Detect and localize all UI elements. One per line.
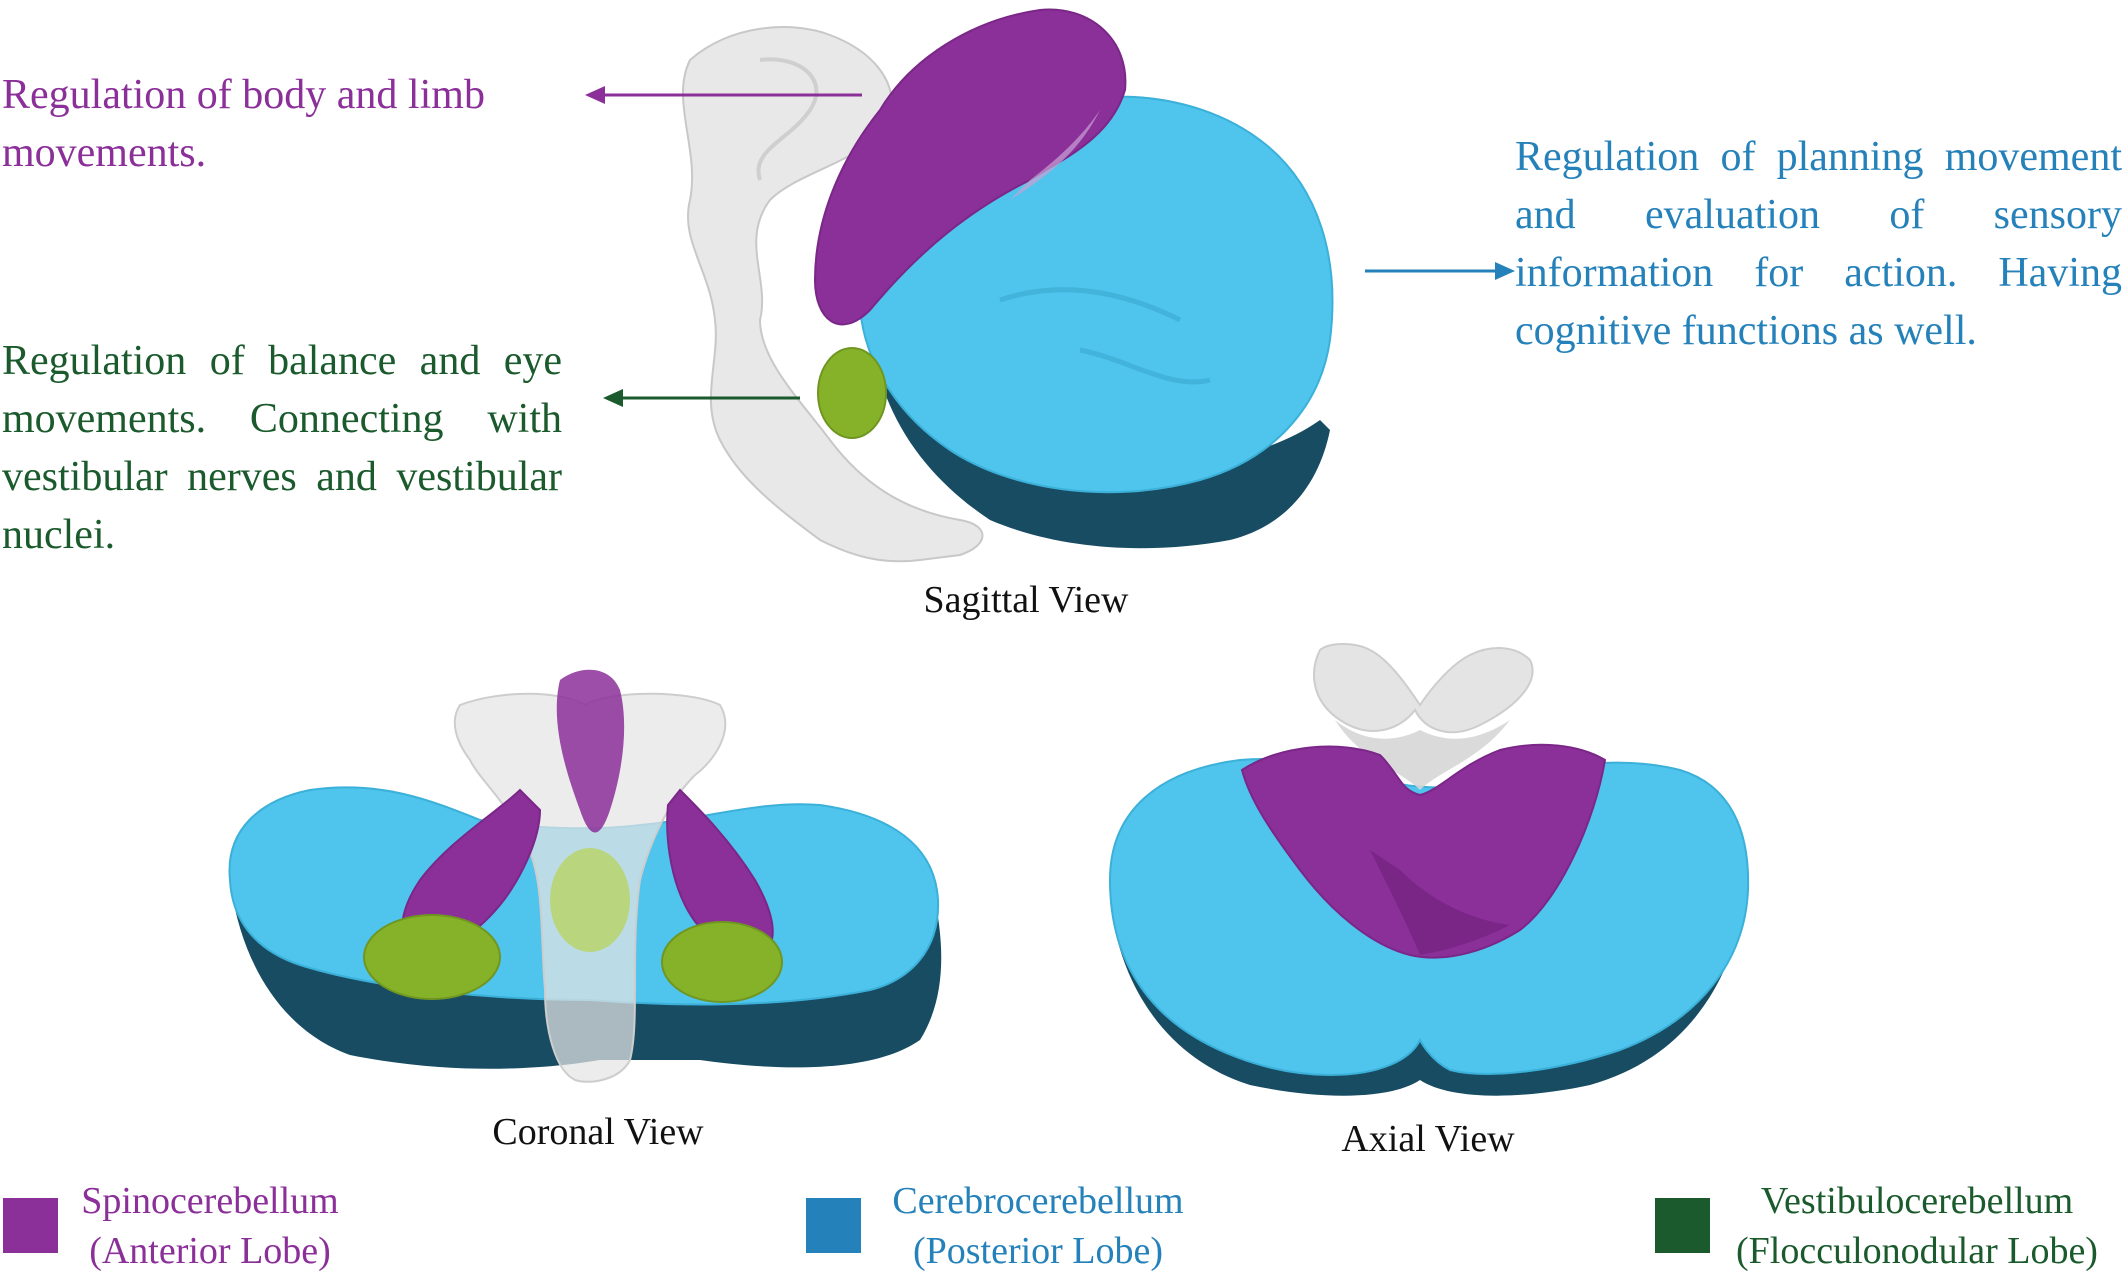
caption-axial-view: Axial View <box>1341 1118 1515 1160</box>
legend-swatch-spinocerebellum <box>3 1198 58 1253</box>
legend-label-cerebrocerebellum: Cerebrocerebellum (Posterior Lobe) <box>868 1176 1208 1276</box>
legend-sub-vestibulocerebellum: (Flocculonodular Lobe) <box>1736 1230 2098 1272</box>
axial-view-illustration <box>1108 643 1750 1096</box>
arrow-head-balance <box>603 389 623 407</box>
axial-anterior-lobe-shade <box>1370 850 1510 955</box>
caption-coronal-view: Coronal View <box>492 1111 704 1153</box>
sagittal-brainstem-fold <box>756 57 819 181</box>
legend-sub-spinocerebellum: (Anterior Lobe) <box>89 1230 331 1272</box>
legend-label-spinocerebellum: Spinocerebellum (Anterior Lobe) <box>60 1176 360 1276</box>
sagittal-posterior-lobe-fold <box>999 287 1211 385</box>
caption-sagittal-view: Sagittal View <box>923 579 1129 621</box>
arrow-head-body-limb <box>585 86 605 104</box>
sagittal-flocculonodular-lobe <box>817 347 887 439</box>
arrow-head-planning <box>1495 262 1515 280</box>
legend-sub-cerebrocerebellum: (Posterior Lobe) <box>912 1230 1164 1272</box>
axial-brainstem <box>1313 643 1534 734</box>
sagittal-anterior-lobe-edge <box>1010 110 1100 200</box>
coronal-view-illustration <box>228 669 942 1083</box>
axial-anterior-lobe <box>1240 743 1607 959</box>
annotation-balance-eye: Regulation of balance and eye movements.… <box>2 338 562 558</box>
sagittal-view-illustration <box>682 8 1334 563</box>
legend-name-cerebrocerebellum: Cerebrocerebellum <box>892 1180 1184 1222</box>
legend-name-vestibulocerebellum: Vestibulocerebellum <box>1760 1180 2074 1222</box>
axial-brainstem-lower <box>1335 720 1510 790</box>
coronal-posterior-lobe-shadow <box>230 880 942 1069</box>
legend-swatch-vestibulocerebellum <box>1655 1198 1710 1253</box>
coronal-flocculus-right <box>661 921 783 1003</box>
coronal-anterior-lobe-center <box>556 669 625 833</box>
legend-name-spinocerebellum: Spinocerebellum <box>81 1180 339 1222</box>
coronal-nodulus <box>550 848 630 952</box>
legend-label-vestibulocerebellum: Vestibulocerebellum (Flocculonodular Lob… <box>1712 1176 2122 1276</box>
legend-swatch-cerebrocerebellum <box>806 1198 861 1253</box>
annotation-planning: Regulation of planning movement and eval… <box>1515 134 2122 354</box>
coronal-flocculus-left <box>363 914 501 1000</box>
sagittal-posterior-lobe-shadow <box>870 330 1330 549</box>
annotation-arrows <box>585 86 1515 407</box>
annotation-body-limb: Regulation of body and limb movements. <box>2 72 485 176</box>
